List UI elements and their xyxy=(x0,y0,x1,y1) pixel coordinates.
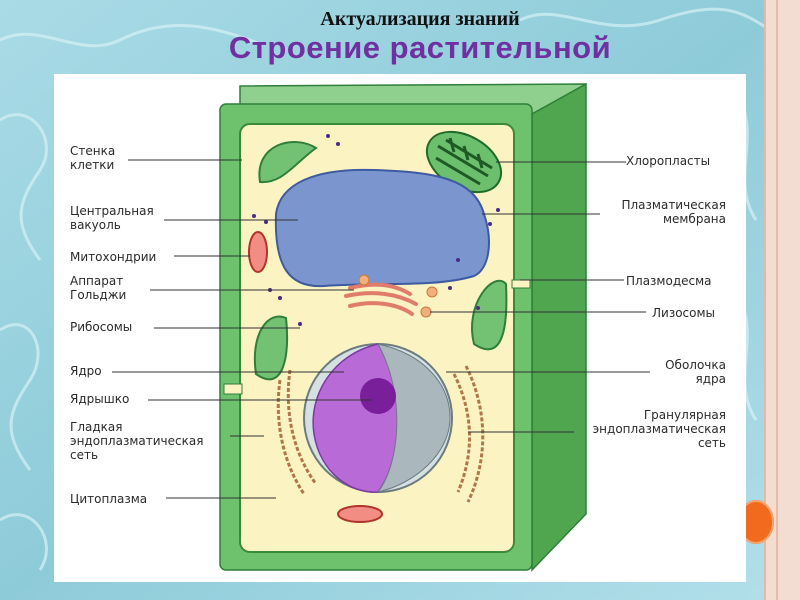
plasmodesma xyxy=(512,280,530,288)
plant-cell-diagram xyxy=(54,74,746,582)
plasmodesma-left xyxy=(224,384,242,394)
label-chloroplasts: Хлоропласты xyxy=(626,154,710,168)
label-plasmodesma: Плазмодесма xyxy=(626,274,712,288)
label-cytoplasm: Цитоплазма xyxy=(70,492,147,506)
label-ribosomes: Рибосомы xyxy=(70,320,132,334)
slide-subtitle: Актуализация знаний xyxy=(0,8,800,31)
nucleolus xyxy=(360,378,396,414)
label-nucleolus: Ядрышко xyxy=(70,392,129,406)
label-mitochondria: Митохондрии xyxy=(70,250,156,264)
label-nucleus: Ядро xyxy=(70,364,102,378)
nucleus xyxy=(304,344,452,492)
label-lysosomes: Лизосомы xyxy=(652,306,715,320)
central-vacuole xyxy=(276,170,489,286)
slide-title: Строение растительной xyxy=(0,30,800,66)
